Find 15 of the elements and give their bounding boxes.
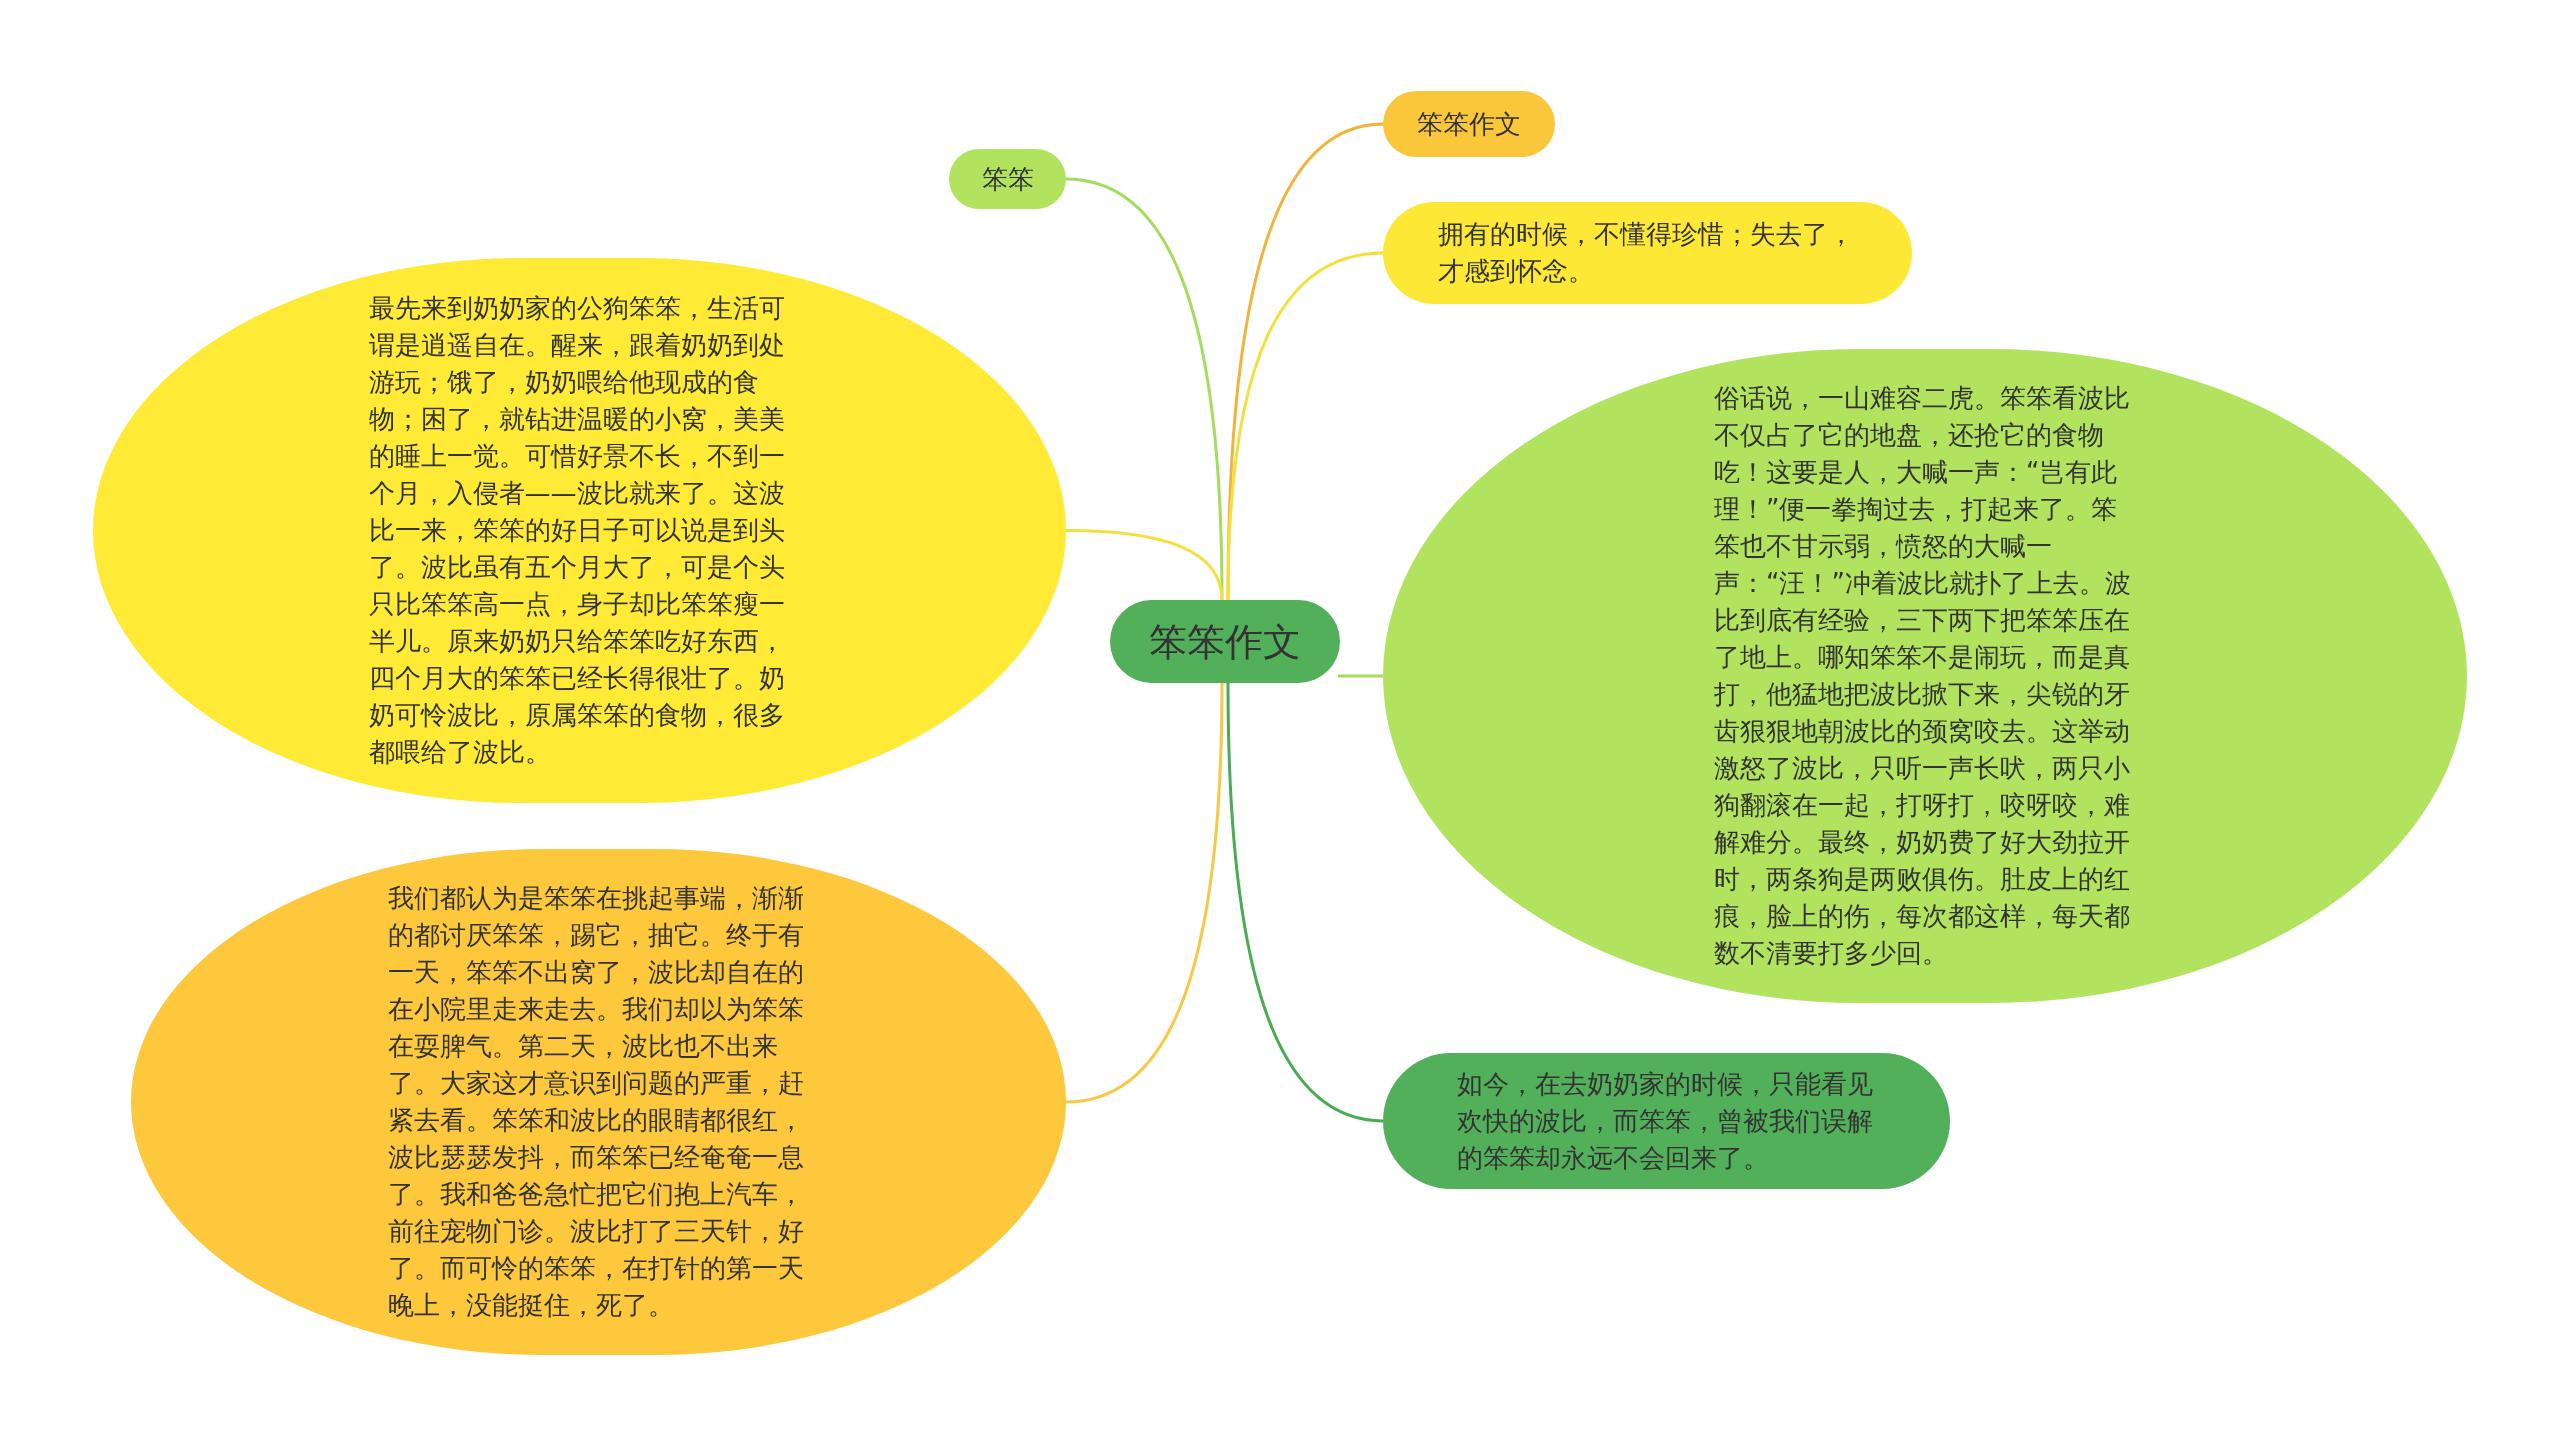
connector-line: [1226, 122, 1384, 601]
connector-line: [1065, 529, 1224, 601]
topic-bubble: [949, 149, 1066, 209]
topic-text: 笨笨作文: [1417, 107, 1521, 141]
topic-text: 俗话说，一山难容二虎。笨笨看波比不仅占了它的地盘，还抢它的食物吃！这要是人，大喊一声：“岂有此理！”便一拳掏过去，打起来了。笨笨也不甘示弱，愤怒的大喊一声：“汪！”冲着波比就扑了上去。波比到底有经验，三下两下把笨笨压在了地上。哪知笨笨不是闹玩，而是真打，他猛地把波比掀下来，尖锐的牙齿狠狠地朝波比的颈窝咬去。这举动激怒了波比，只听一声长吠，两只小狗翻滚在一起，打呀打，咬呀咬，难解难分。最终，奶奶费了好大劲拉开时，两条狗是两败俱伤。肚皮上的红痕，脸上的伤，每次都这样，每天都数不清要打多少回。: [1714, 382, 2132, 970]
connector-line: [1338, 674, 1383, 678]
topic-text: 我们都认为是笨笨在挑起事端，渐渐的都讨厌笨笨，踢它，抽它。终于有一天，笨笨不出窝了，波比却自在的在小院里走来走去。我们却以为笨笨在耍脾气。第二天，波比也不出来了。大家这才意识到问题的严重，赶紧去看。笨笨和波比的眼睛都很红，波比瑟瑟发抖，而笨笨已经奄奄一息了。我和爸爸急忙把它们抱上汽车，前往宠物门诊。波比打了三天针，好了。而可怜的笨笨，在打针的第一天晚上，没能挺住，死了。: [387, 882, 805, 1322]
topic-text: 拥有的时候，不懂得珍惜；失去了，才感到怀念。: [1437, 218, 1855, 288]
topic-text: 笨笨: [981, 162, 1034, 196]
connector-line: [1065, 682, 1224, 1104]
connector-line: [1226, 682, 1384, 1123]
topic-text: 笨笨作文: [1149, 618, 1301, 666]
topic-text: 最先来到奶奶家的公狗笨笨，生活可谓是逍遥自在。醒来，跟着奶奶到处游玩；饿了，奶奶喂给他现成的食物；困了，就钻进温暖的小窝，美美的睡上一觉。可惜好景不长，不到一个月，入侵者——波比就来了。这波比一来，笨笨的好日子可以说是到头了。波比虽有五个月大了，可是个头只比笨笨高一点，身子却比笨笨瘦一半儿。原来奶奶只给笨笨吃好东西，四个月大的笨笨已经长得很壮了。奶奶可怜波比，原属笨笨的食物，很多都喂给了波比。: [368, 292, 786, 769]
connector-line: [1226, 251, 1384, 601]
topic-text: 如今，在去奶奶家的时候，只能看见欢快的波比，而笨笨，曾被我们误解的笨笨却永远不会回来了。: [1456, 1067, 1874, 1175]
